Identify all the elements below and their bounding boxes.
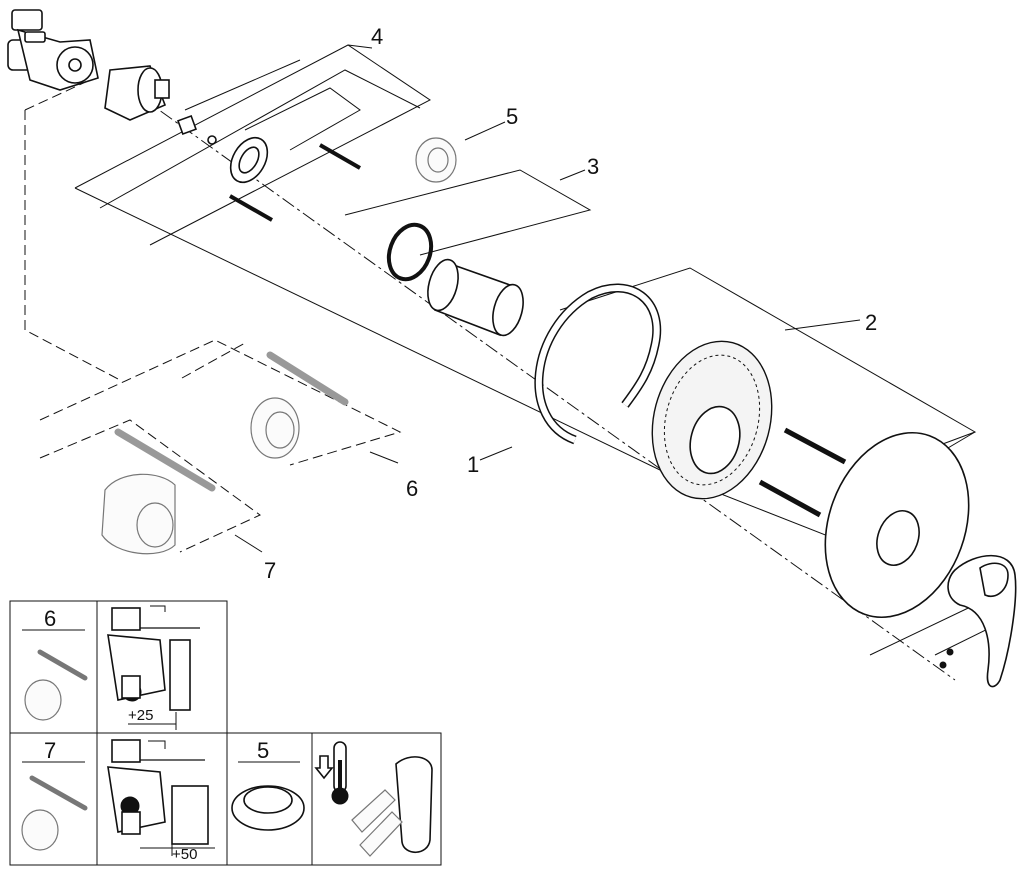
callout-4: 4: [371, 24, 383, 49]
escutcheon-part: [824, 431, 970, 619]
callout-3: 3: [587, 154, 599, 179]
screws-part: [229, 143, 361, 222]
callout-6: 6: [406, 476, 418, 501]
temperature-thermometer-icon: [314, 741, 349, 805]
valve-body-part: [7, 9, 99, 91]
limiter-part: [415, 137, 457, 183]
dim-50: +50: [172, 846, 197, 863]
callout-2: 2: [865, 310, 877, 335]
cartridge-variant-7: [101, 428, 216, 555]
cartridge-variant-6: [250, 351, 349, 459]
sleeve-part: [427, 258, 524, 337]
valve-schematic-6: +25: [107, 605, 200, 730]
callout-5: 5: [506, 104, 518, 129]
callout-1: 1: [467, 452, 479, 477]
valve-schematic-7: +50: [107, 739, 215, 863]
table-row2-label: 7: [44, 738, 56, 763]
o-ring-part: [386, 222, 434, 282]
lever-rotation-icon: [351, 756, 433, 857]
table-row1-label: 6: [44, 606, 56, 631]
callout-7: 7: [264, 558, 276, 583]
ring-nut-part: [229, 136, 269, 184]
table-limiter-label: 5: [257, 738, 269, 763]
dim-25: +25: [128, 707, 153, 724]
adapter-part: [177, 115, 217, 145]
mounting-plate-part: [651, 340, 773, 500]
lever-handle-part: [939, 554, 1017, 688]
long-screws-part: [758, 427, 847, 518]
cartridge-part: [104, 65, 170, 121]
instruction-table: 6 +25 7: [9, 600, 442, 866]
split-ring-part: [534, 283, 662, 445]
